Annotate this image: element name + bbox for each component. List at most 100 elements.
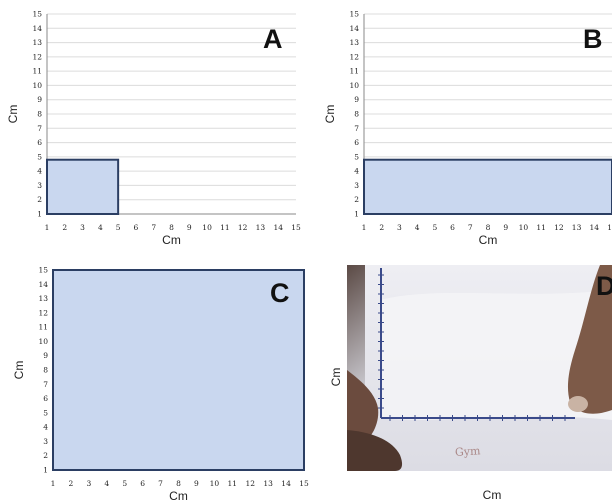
y-tick-label-8: 8 xyxy=(37,110,42,119)
right-thumb xyxy=(568,396,588,412)
y-axis-title: Cm xyxy=(12,361,26,380)
y-tick-label-11: 11 xyxy=(32,67,42,76)
y-tick-label-14: 14 xyxy=(349,24,359,33)
x-tick-label-12: 12 xyxy=(238,223,248,232)
y-tick-label-6: 6 xyxy=(37,138,42,147)
x-tick-label-4: 4 xyxy=(98,223,103,232)
x-tick-label-8: 8 xyxy=(486,223,491,232)
x-axis-title: Cm xyxy=(169,489,188,503)
x-tick-label-13: 13 xyxy=(256,223,266,232)
panel-d-label: D xyxy=(596,271,612,301)
x-tick-label-3: 3 xyxy=(397,223,402,232)
x-tick-label-7: 7 xyxy=(158,479,163,488)
right-hand xyxy=(567,265,612,414)
y-tick-label-2: 2 xyxy=(37,195,42,204)
x-tick-label-2: 2 xyxy=(62,223,67,232)
y-tick-label-5: 5 xyxy=(354,152,359,161)
y-tick-label-10: 10 xyxy=(38,337,48,346)
x-tick-label-14: 14 xyxy=(590,223,600,232)
x-tick-label-8: 8 xyxy=(176,479,181,488)
y-tick-label-1: 1 xyxy=(37,210,42,219)
y-tick-label-4: 4 xyxy=(37,167,42,176)
y-tick-label-10: 10 xyxy=(349,81,359,90)
x-tick-label-14: 14 xyxy=(281,479,291,488)
x-tick-label-10: 10 xyxy=(210,479,220,488)
x-tick-label-6: 6 xyxy=(134,223,139,232)
x-tick-label-1: 1 xyxy=(45,223,50,232)
x-tick-label-5: 5 xyxy=(122,479,127,488)
x-tick-label-2: 2 xyxy=(69,479,74,488)
left-fingers xyxy=(347,370,379,450)
y-tick-label-15: 15 xyxy=(349,10,359,19)
x-tick-label-10: 10 xyxy=(519,223,529,232)
panel-label-c: C xyxy=(270,278,290,308)
x-tick-label-3: 3 xyxy=(86,479,91,488)
y-tick-label-10: 10 xyxy=(32,81,42,90)
y-tick-label-15: 15 xyxy=(38,266,48,275)
x-tick-label-15: 15 xyxy=(291,223,301,232)
x-tick-label-6: 6 xyxy=(450,223,455,232)
panel-label-b: B xyxy=(583,24,603,54)
y-tick-label-7: 7 xyxy=(354,124,359,133)
panel-d-ylabel: Cm xyxy=(329,368,343,387)
y-tick-label-6: 6 xyxy=(43,394,48,403)
y-tick-label-13: 13 xyxy=(349,38,359,47)
y-tick-label-9: 9 xyxy=(37,95,42,104)
y-tick-label-5: 5 xyxy=(37,152,42,161)
filled-area-a xyxy=(46,158,120,215)
y-tick-label-12: 12 xyxy=(32,52,42,61)
x-tick-label-11: 11 xyxy=(220,223,230,232)
y-tick-label-5: 5 xyxy=(43,408,48,417)
y-tick-label-11: 11 xyxy=(38,323,48,332)
y-axis-title: Cm xyxy=(323,105,337,124)
y-tick-label-4: 4 xyxy=(354,167,359,176)
panel-d-photo: Gym D Cm Cm xyxy=(329,265,612,502)
x-tick-label-13: 13 xyxy=(572,223,582,232)
y-tick-label-14: 14 xyxy=(32,24,42,33)
x-tick-label-8: 8 xyxy=(169,223,174,232)
x-tick-label-14: 14 xyxy=(273,223,283,232)
stretched-film xyxy=(380,290,612,420)
x-axis-title: Cm xyxy=(162,233,181,247)
y-tick-label-2: 2 xyxy=(354,195,359,204)
x-tick-label-3: 3 xyxy=(80,223,85,232)
x-tick-label-10: 10 xyxy=(202,223,212,232)
filled-area-c xyxy=(52,269,305,471)
y-tick-label-3: 3 xyxy=(37,181,42,190)
x-tick-label-5: 5 xyxy=(432,223,437,232)
y-tick-label-13: 13 xyxy=(38,294,48,303)
left-hand-bottom xyxy=(347,430,403,471)
y-tick-label-12: 12 xyxy=(349,52,359,61)
y-tick-label-2: 2 xyxy=(43,451,48,460)
x-tick-label-11: 11 xyxy=(228,479,238,488)
x-tick-label-9: 9 xyxy=(503,223,508,232)
panel-d-xlabel: Cm xyxy=(483,488,502,502)
x-tick-label-12: 12 xyxy=(245,479,255,488)
x-tick-label-4: 4 xyxy=(415,223,420,232)
y-tick-label-3: 3 xyxy=(43,437,48,446)
x-tick-label-15: 15 xyxy=(299,479,309,488)
y-tick-label-8: 8 xyxy=(354,110,359,119)
y-tick-label-15: 15 xyxy=(32,10,42,19)
y-axis-title: Cm xyxy=(6,105,20,124)
x-tick-label-12: 12 xyxy=(554,223,564,232)
x-tick-label-7: 7 xyxy=(468,223,473,232)
ruler-ticks xyxy=(378,274,566,421)
y-tick-label-9: 9 xyxy=(354,95,359,104)
x-tick-label-6: 6 xyxy=(140,479,145,488)
y-tick-label-1: 1 xyxy=(354,210,359,219)
x-tick-label-7: 7 xyxy=(151,223,156,232)
panel-label-a: A xyxy=(263,24,283,54)
x-tick-label-4: 4 xyxy=(104,479,109,488)
x-tick-label-15: 15 xyxy=(607,223,612,232)
y-tick-label-9: 9 xyxy=(43,351,48,360)
y-tick-label-7: 7 xyxy=(43,380,48,389)
x-tick-label-1: 1 xyxy=(362,223,367,232)
x-tick-label-9: 9 xyxy=(187,223,192,232)
x-tick-label-1: 1 xyxy=(51,479,56,488)
y-tick-label-6: 6 xyxy=(354,138,359,147)
y-tick-label-11: 11 xyxy=(349,67,359,76)
